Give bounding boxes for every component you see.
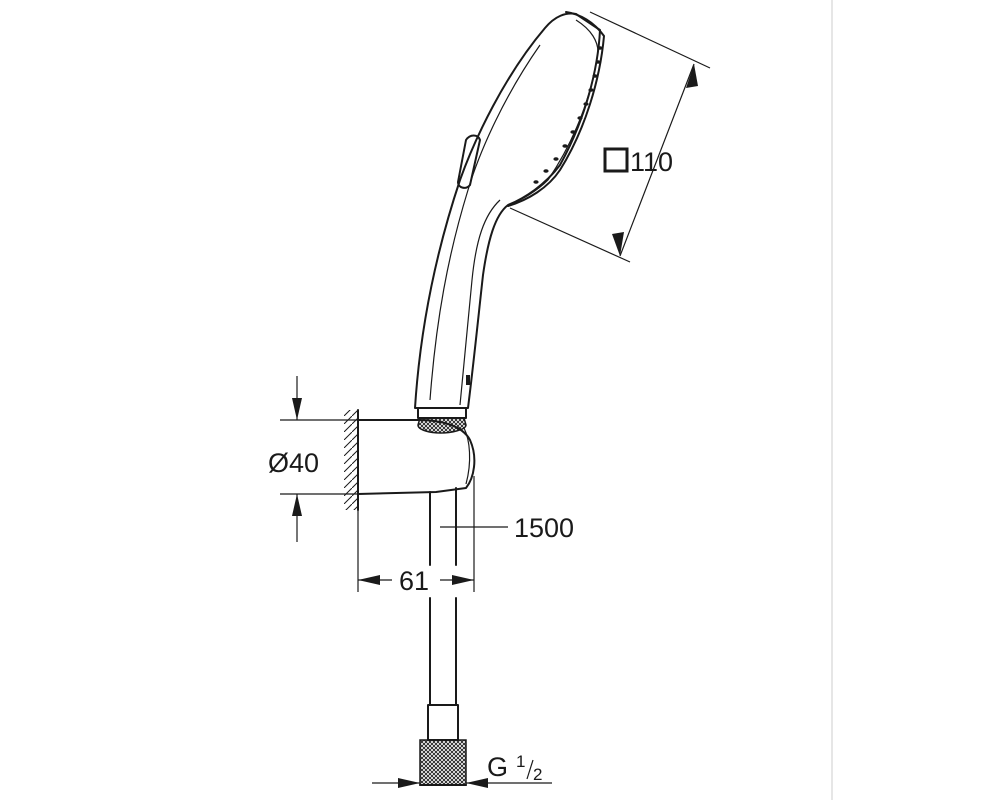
dimension-diameter: Ø40	[268, 376, 358, 542]
dimension-bracket-depth: 61	[357, 476, 475, 596]
dimension-head-size: 110	[509, 11, 711, 263]
spray-button	[457, 134, 481, 189]
shower-head-face	[507, 11, 605, 207]
thread-numerator: 1	[516, 752, 525, 771]
diameter-label: Ø40	[268, 448, 319, 478]
handle-connector	[417, 407, 467, 419]
wall-holder	[344, 409, 476, 566]
thread-denominator: 2	[533, 765, 542, 784]
square-icon	[603, 147, 629, 173]
head-size-value: 110	[630, 147, 673, 177]
hose-lower	[419, 597, 467, 786]
knurled-nut-top	[417, 417, 467, 434]
dimension-thread: G 1 2	[372, 752, 552, 788]
dimension-hose-length: 1500	[440, 513, 574, 543]
hand-shower	[414, 11, 605, 434]
thread-prefix: G	[487, 752, 508, 782]
spray-nozzles	[533, 46, 603, 184]
hose-length-value: 1500	[514, 513, 574, 543]
bracket-depth-value: 61	[399, 566, 429, 596]
holder-body	[357, 419, 476, 495]
knurled-nut-bottom	[419, 739, 467, 786]
shower-handle	[414, 12, 601, 409]
